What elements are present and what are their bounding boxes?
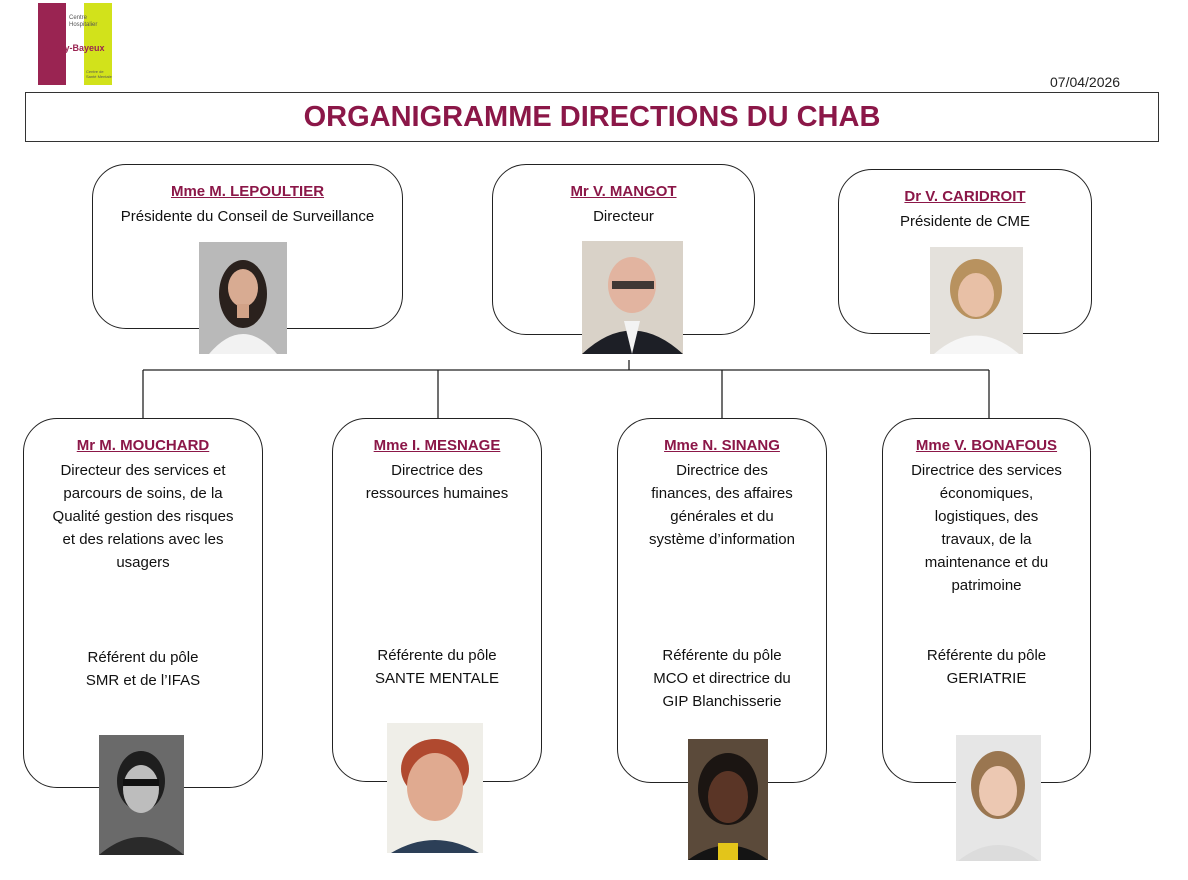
portrait-photo [199, 242, 287, 354]
person-name: Mme V. BONAFOUS [915, 437, 1058, 454]
portrait-photo [387, 723, 483, 853]
page-title: ORGANIGRAMME DIRECTIONS DU CHAB [303, 101, 881, 133]
logo-main-text: Aunay-Bayeux [42, 43, 105, 53]
portrait-photo [930, 247, 1023, 354]
card-bottom-mouchard: Mr M. MOUCHARD Directeur des services et… [23, 418, 263, 788]
portrait-photo [688, 739, 768, 860]
portrait-photo [99, 735, 184, 855]
person-name: Dr V. CARIDROIT [904, 188, 1026, 205]
logo-bar-right [84, 3, 112, 85]
person-name: Mme M. LEPOULTIER [170, 183, 325, 200]
person-role: Directeur [593, 208, 654, 225]
document-date: 07/04/2026 [1050, 74, 1121, 90]
person-name: Mme N. SINANG [664, 437, 780, 454]
portrait-photo [582, 241, 683, 354]
person-name: Mr V. MANGOT [570, 183, 677, 200]
card-top-president-cme: Dr V. CARIDROIT Présidente de CME [838, 169, 1092, 334]
person-name: Mme I. MESNAGE [373, 437, 501, 454]
logo-bar-left [38, 3, 66, 85]
person-role: Présidente de CME [899, 213, 1031, 230]
person-name: Mr M. MOUCHARD [76, 437, 210, 454]
portrait-photo [956, 735, 1041, 861]
card-top-director: Mr V. MANGOT Directeur [492, 164, 755, 335]
person-role: Présidente du Conseil de Surveillance [120, 208, 375, 225]
title-box: ORGANIGRAMME DIRECTIONS DU CHAB [25, 92, 1159, 142]
